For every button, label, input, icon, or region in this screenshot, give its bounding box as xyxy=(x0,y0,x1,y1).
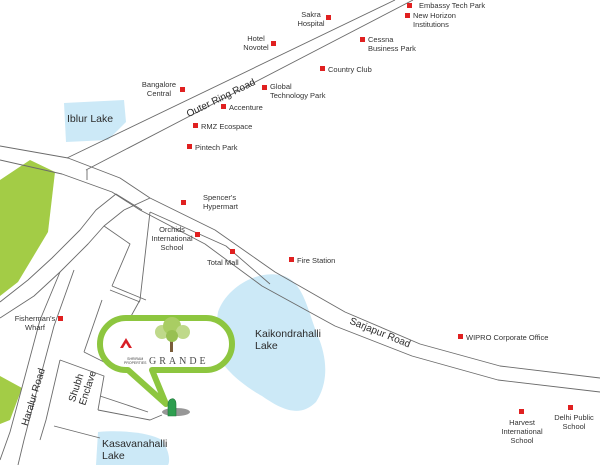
poi-cessna-business-park-marker[interactable] xyxy=(360,37,365,42)
poi-orchids-school-label: Orchids International School xyxy=(151,225,193,252)
poi-global-technology-park-marker[interactable] xyxy=(262,85,267,90)
poi-fishermans-wharf-label: Fisherman's Wharf xyxy=(14,314,56,332)
poi-delhi-public-school-label: Delhi Public School xyxy=(554,413,594,431)
poi-accenture-label: Accenture xyxy=(229,103,263,112)
poi-pintech-park-label: Pintech Park xyxy=(195,143,238,152)
poi-total-mall-marker[interactable] xyxy=(230,249,235,254)
poi-global-technology-park-label: Global Technology Park xyxy=(270,82,326,100)
kaikondrahalli-lake-label: Kaikondrahalli Lake xyxy=(255,328,321,352)
poi-fire-station-label: Fire Station xyxy=(297,256,336,265)
haralur-road-line xyxy=(0,209,125,319)
poi-rmz-ecospace-marker[interactable] xyxy=(193,123,198,128)
poi-bangalore-central-label: Bangalore Central xyxy=(141,80,177,98)
haralur-road-line xyxy=(17,269,75,465)
outer-ring-road-line xyxy=(66,0,396,159)
poi-total-mall-label: Total Mall xyxy=(207,258,239,267)
poi-accenture-marker[interactable] xyxy=(221,104,226,109)
street-line xyxy=(111,285,147,301)
developer-name: SHRIRAM PROPERTIES xyxy=(124,357,147,365)
poi-embassy-tech-park-marker[interactable] xyxy=(407,3,412,8)
tree-icon xyxy=(155,317,190,352)
poi-cessna-business-park-label: Cessna Business Park xyxy=(368,35,416,53)
poi-sakra-hospital-marker[interactable] xyxy=(326,15,331,20)
poi-delhi-public-school-marker[interactable] xyxy=(568,405,573,410)
iblur-lake-label: Iblur Lake xyxy=(67,113,114,125)
street-line xyxy=(59,359,105,411)
street-line xyxy=(97,409,163,421)
street-line xyxy=(39,359,61,441)
project-tag-shape xyxy=(97,315,235,407)
poi-bangalore-central-marker[interactable] xyxy=(180,87,185,92)
poi-spencers-hypermart-marker[interactable] xyxy=(181,200,186,205)
poi-wipro-label: WIPRO Corporate Office xyxy=(466,333,549,342)
poi-rmz-ecospace-label: RMZ Ecospace xyxy=(201,122,253,131)
street-line xyxy=(149,211,271,285)
poi-new-horizon-marker[interactable] xyxy=(405,13,410,18)
poi-orchids-school-marker[interactable] xyxy=(195,232,200,237)
poi-country-club-label: Country Club xyxy=(328,65,372,74)
developer-logo xyxy=(120,338,132,348)
haralur-road-line xyxy=(123,197,151,211)
poi-harvest-school-label: Harvest International School xyxy=(501,418,543,445)
poi-hotel-novotel-label: Hotel Novotel xyxy=(243,34,269,52)
kasavanahalli-lake-area xyxy=(96,431,170,465)
kaikondrahalli-lake-area xyxy=(214,274,326,411)
poi-country-club-marker[interactable] xyxy=(320,66,325,71)
poi-fire-station-marker[interactable] xyxy=(289,257,294,262)
outer-ring-road-line xyxy=(85,0,414,171)
street-line xyxy=(109,289,141,303)
sarjapur-road-line xyxy=(0,159,600,393)
poi-sakra-hospital-label: Sakra Hospital xyxy=(297,10,325,28)
map-pin-icon xyxy=(167,398,177,417)
street-line xyxy=(99,395,149,413)
haralur-road-line xyxy=(0,271,61,461)
street-line xyxy=(83,299,103,353)
poi-wipro-marker[interactable] xyxy=(458,334,463,339)
poi-harvest-school-marker[interactable] xyxy=(519,409,524,414)
project-name[interactable]: GRANDE xyxy=(149,356,209,367)
poi-spencers-hypermart-label: Spencer's Hypermart xyxy=(203,193,239,211)
poi-pintech-park-marker[interactable] xyxy=(187,144,192,149)
green-area xyxy=(0,376,22,424)
iblur-lake-area xyxy=(64,100,126,142)
poi-hotel-novotel-marker[interactable] xyxy=(271,41,276,46)
poi-embassy-tech-park-label: Embassy Tech Park xyxy=(419,1,486,10)
street-line xyxy=(53,425,101,439)
street-line xyxy=(103,225,131,287)
haralur-road-line xyxy=(0,193,143,303)
sarjapur-road-line xyxy=(0,145,600,379)
poi-new-horizon-label: New Horizon Institutions xyxy=(413,11,456,29)
green-area xyxy=(0,160,55,296)
poi-fishermans-wharf-marker[interactable] xyxy=(58,316,63,321)
kasavanahalli-lake-label: Kasavanahalli Lake xyxy=(102,438,168,462)
